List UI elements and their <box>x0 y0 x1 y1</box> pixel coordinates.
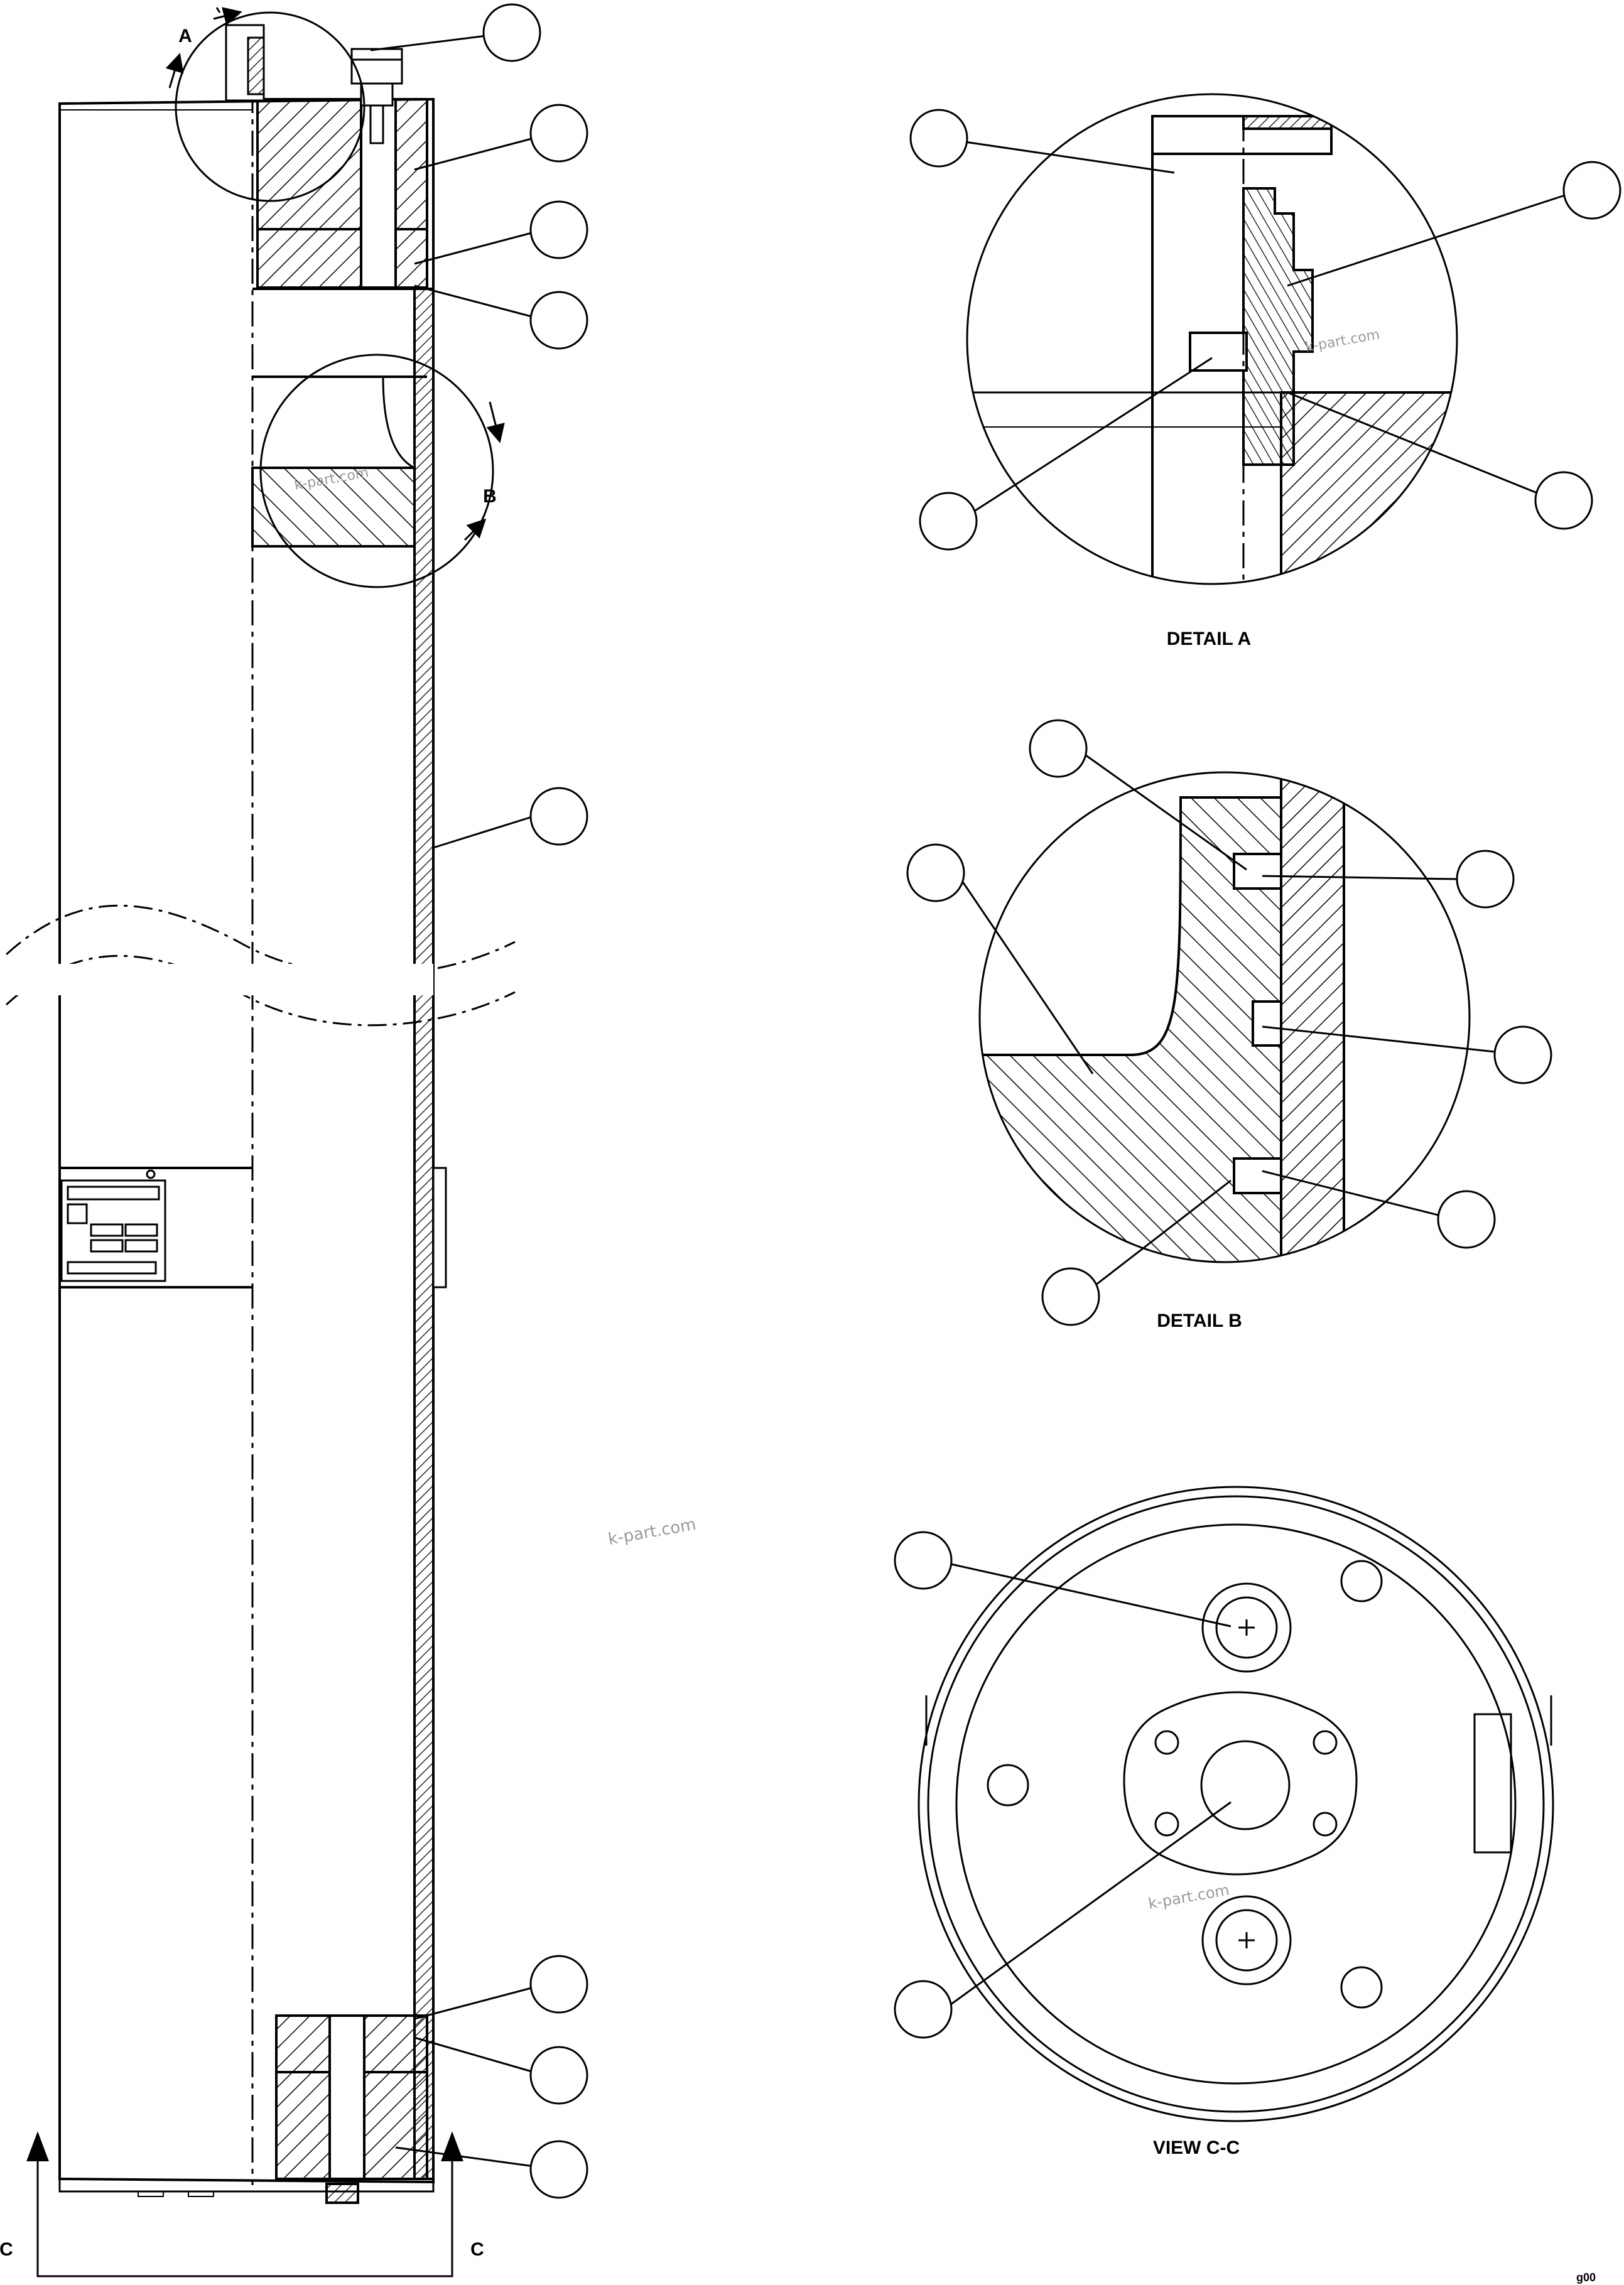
callout-balloon <box>894 1980 953 2039</box>
callout-balloon <box>529 1955 588 2014</box>
view-cc <box>918 1486 1554 2122</box>
callout-balloon <box>1562 161 1621 220</box>
detail-a-view <box>966 93 1458 585</box>
callout-balloon <box>1041 1267 1100 1326</box>
view-cc-title: VIEW C-C <box>1153 2137 1240 2158</box>
wall-clamp <box>432 1167 447 1288</box>
mid-ring <box>927 1495 1545 2113</box>
callout-balloon <box>909 109 968 168</box>
callout-balloon <box>1456 850 1515 909</box>
detail-b-callouts <box>906 719 1552 1326</box>
plate <box>1473 1713 1512 1854</box>
callout-balloon <box>529 104 588 163</box>
callout-balloon <box>919 492 978 551</box>
section-cc-line <box>36 2160 453 2277</box>
callout-balloon <box>482 3 541 62</box>
callout-balloon <box>1493 1025 1552 1084</box>
callout-balloon <box>529 200 588 259</box>
watermark-main: k-part.com <box>607 1515 698 1549</box>
detail-b-circle <box>259 354 494 588</box>
callout-balloon <box>894 1531 953 1590</box>
bottom-plug <box>325 2183 359 2204</box>
marker-c-right: C <box>470 2239 484 2260</box>
callout-balloon <box>529 291 588 350</box>
main-callouts <box>370 3 588 2199</box>
main-section-view <box>0 7 516 2277</box>
bottom-bore <box>328 2014 365 2180</box>
watermark-detail-a: k-part.com <box>1304 327 1381 355</box>
detail-a-boundary <box>966 93 1458 585</box>
marker-b: B <box>483 486 497 507</box>
cylinder-body-outline <box>58 97 435 2184</box>
callout-balloon <box>1437 1190 1496 1249</box>
callout-balloon <box>529 2046 588 2105</box>
center-flange <box>1123 1691 1358 1876</box>
outer-ring <box>918 1486 1554 2122</box>
detail-b-boundary <box>978 771 1471 1263</box>
view-cc-callouts <box>894 1531 1232 2039</box>
callout-balloon <box>529 2140 588 2199</box>
detail-a-title: DETAIL A <box>1167 629 1251 649</box>
sheet-code: g00 <box>1576 2271 1596 2284</box>
detail-b-view <box>978 771 1471 1263</box>
callout-balloon <box>906 843 965 902</box>
callout-balloon <box>1534 471 1593 530</box>
detail-b-title: DETAIL B <box>1157 1310 1242 1331</box>
marker-a: A <box>178 26 192 46</box>
top-head-block <box>256 98 428 289</box>
callout-balloon <box>529 787 588 846</box>
inner-ring <box>955 1523 1517 2085</box>
nameplate <box>60 1169 166 1282</box>
break-line-upper <box>5 904 516 976</box>
marker-c-left: C <box>0 2239 13 2260</box>
top-valve <box>225 24 265 102</box>
detail-a-circle <box>175 11 365 202</box>
outer-wall-section <box>413 288 435 2180</box>
detail-a-callouts <box>909 109 1621 551</box>
callout-balloon <box>1029 719 1088 778</box>
